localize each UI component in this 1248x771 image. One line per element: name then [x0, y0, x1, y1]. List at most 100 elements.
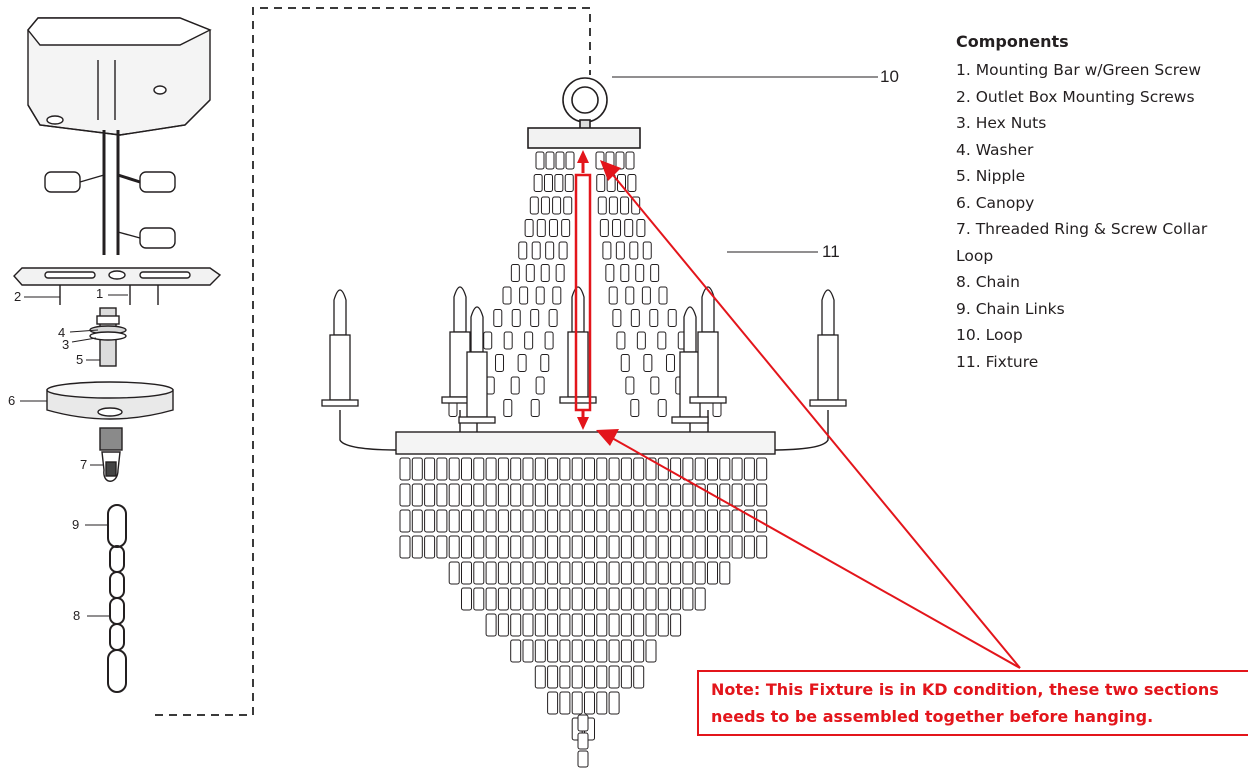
crystal-drop	[657, 483, 669, 507]
crystal-drop	[596, 535, 608, 559]
bobeche	[559, 396, 597, 404]
crystal-drop	[522, 561, 534, 585]
crystal-drop	[682, 483, 694, 507]
crystal-drop	[534, 639, 546, 663]
crystal-drop	[571, 613, 583, 637]
crystal-drop	[719, 509, 731, 533]
crystal-drop	[559, 613, 571, 637]
components-list: 1. Mounting Bar w/Green Screw 2. Outlet …	[956, 57, 1207, 375]
crystal-link	[615, 151, 625, 170]
crystal-link	[642, 241, 652, 260]
callout-4: 4	[58, 325, 66, 340]
crystal-drop	[743, 457, 755, 481]
kd-annotation	[574, 150, 1021, 669]
pointer-head-ring	[596, 429, 619, 446]
crystal-drop	[547, 665, 559, 689]
crystal-drop	[756, 535, 768, 559]
crystal-drop	[510, 561, 522, 585]
crystal-drop	[534, 457, 546, 481]
callout-7: 7	[80, 457, 88, 472]
crystal-drop	[584, 509, 595, 533]
crystal-drop	[577, 732, 589, 750]
crystal-drop	[547, 457, 559, 481]
crystal-drop	[596, 561, 608, 585]
candle-flame-icon	[453, 286, 467, 333]
crystal-drop	[510, 613, 522, 637]
crystal-link	[630, 399, 640, 417]
components-title: Components	[956, 32, 1069, 51]
crystal-drop	[743, 535, 755, 559]
crystal-drop	[596, 665, 608, 689]
crystal-drop	[577, 714, 589, 732]
crystal-drop	[461, 561, 472, 585]
crystal-drop	[707, 509, 718, 533]
crystal-link	[636, 219, 646, 237]
crystal-link	[510, 264, 520, 282]
crystal-link	[545, 241, 555, 260]
crystal-link	[620, 196, 630, 215]
crystal-drop	[424, 535, 436, 559]
crystal-drop	[436, 483, 448, 507]
crystal-drop	[577, 750, 589, 768]
crystal-drop	[448, 483, 460, 507]
crystal-drop	[547, 613, 559, 637]
crystal-link	[612, 309, 622, 327]
callout-6: 6	[8, 393, 16, 408]
crystal-drop	[620, 483, 632, 507]
candle-sleeve	[817, 334, 839, 401]
crystal-link	[564, 174, 574, 192]
top-loop	[527, 77, 641, 149]
crystal-drop	[473, 509, 485, 533]
crystal-link	[625, 286, 635, 305]
crystal-drop	[682, 457, 694, 481]
crystal-drop	[559, 561, 571, 585]
crystal-drop	[497, 613, 509, 637]
crystal-drop	[436, 535, 448, 559]
crystal-drop	[608, 457, 620, 481]
crystal-link	[545, 151, 555, 170]
crystal-drop	[633, 613, 645, 637]
crystal-drop	[399, 483, 411, 507]
crystal-link	[597, 196, 607, 215]
crystal-link	[555, 151, 565, 170]
crystal-link	[540, 354, 550, 372]
crystal-drop	[620, 561, 632, 585]
crystal-link	[657, 331, 667, 350]
crystal-drop	[657, 613, 669, 637]
pointer-line-top	[612, 174, 1021, 669]
crystal-drop	[731, 483, 743, 507]
crystal-drop	[719, 561, 731, 585]
crystal-link	[544, 331, 554, 350]
crystal-drop	[645, 587, 657, 611]
callout-2: 2	[14, 289, 22, 304]
crystal-drop	[596, 457, 608, 481]
crystal-link	[495, 354, 505, 372]
crystal-drop	[436, 457, 448, 481]
crystal-drop	[657, 535, 669, 559]
crystal-drop	[670, 509, 682, 533]
crystal-drop	[608, 483, 620, 507]
crystal-link	[503, 331, 513, 350]
crystal-link	[552, 286, 562, 305]
crystal-drop	[559, 587, 571, 611]
crystal-drop	[743, 483, 755, 507]
crystal-drop	[608, 535, 620, 559]
callout-11: 11	[822, 242, 840, 261]
crystal-link	[625, 376, 635, 395]
crystal-drop	[497, 561, 509, 585]
crystal-drop	[719, 535, 731, 559]
crystal-drop	[547, 561, 559, 585]
crystal-link	[667, 309, 677, 327]
crystal-link	[536, 219, 546, 237]
crystal-drop	[497, 509, 509, 533]
crystal-link	[605, 264, 615, 282]
crystal-drop	[522, 587, 534, 611]
crystal-link	[608, 196, 618, 215]
list-item: Loop	[956, 246, 994, 265]
crystal-drop	[633, 561, 645, 585]
crystal-link	[517, 354, 527, 372]
crystal-drop	[756, 509, 768, 533]
crystal-link	[503, 399, 513, 417]
list-item: 7. Threaded Ring & Screw Collar	[956, 220, 1208, 238]
crystal-drop	[707, 457, 718, 481]
